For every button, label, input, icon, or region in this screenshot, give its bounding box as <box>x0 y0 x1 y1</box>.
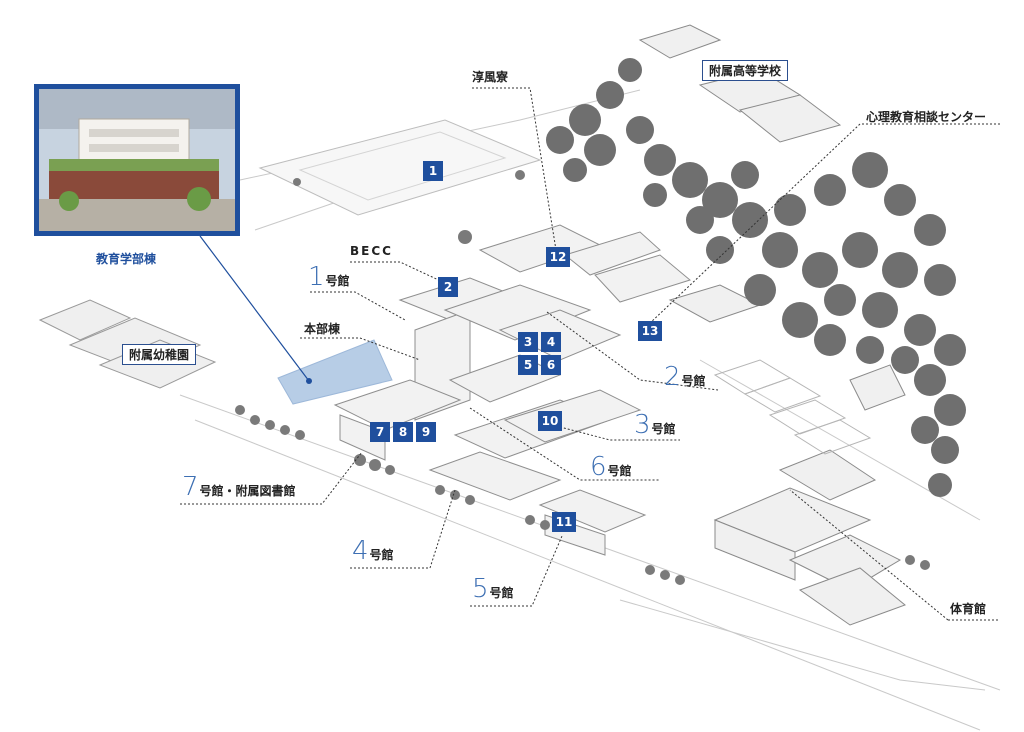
label-gymnasium: 体育館 <box>950 602 987 616</box>
forest-area <box>546 58 966 497</box>
label-attached-kindergarten: 附属幼稚園 <box>122 344 197 365</box>
roadside-trees <box>235 170 930 585</box>
marker-2[interactable]: 2 <box>438 277 458 297</box>
marker-8[interactable]: 8 <box>393 422 413 442</box>
building-1-text: 号館 <box>325 274 350 288</box>
marker-7[interactable]: 7 <box>370 422 390 442</box>
tennis-courts <box>713 359 872 455</box>
building-2-text: 号館 <box>681 374 706 388</box>
label-building-2: 2号館 <box>664 362 706 392</box>
marker-4[interactable]: 4 <box>541 332 561 352</box>
building-1-number: 1 <box>308 262 325 292</box>
label-building-7-library: 7号館・附属図書館 <box>182 472 296 502</box>
building-4-text: 号館 <box>369 548 394 562</box>
education-building-caption: 教育学部棟 <box>96 252 157 266</box>
building-3-number: 3 <box>634 410 651 440</box>
label-building-3: 3号館 <box>634 410 676 440</box>
building-5-number: 5 <box>472 574 489 604</box>
education-building-illustration <box>39 89 235 231</box>
building-2-number: 2 <box>664 362 681 392</box>
building-3-text: 号館 <box>651 422 676 436</box>
sports-field <box>258 119 542 216</box>
marker-1[interactable]: 1 <box>423 161 443 181</box>
building-6-number: 6 <box>590 452 607 482</box>
marker-13[interactable]: 13 <box>638 321 662 341</box>
building-5-text: 号館 <box>489 586 514 600</box>
marker-10[interactable]: 10 <box>538 411 562 431</box>
label-building-5: 5号館 <box>472 574 514 604</box>
education-building-site <box>277 339 393 405</box>
leader-lines <box>180 87 1000 621</box>
education-building-leader <box>199 235 310 382</box>
building-4-number: 4 <box>352 536 369 566</box>
label-attached-high-school: 附属高等学校 <box>702 60 789 81</box>
label-building-1: 1号館 <box>308 262 350 292</box>
label-jumpu-dormitory: 淳風寮 <box>472 70 509 84</box>
marker-11[interactable]: 11 <box>552 512 576 532</box>
label-becc: BECC <box>350 244 393 258</box>
marker-12[interactable]: 12 <box>546 247 570 267</box>
label-psychology-center: 心理教育相談センター <box>866 110 987 124</box>
building-6-text: 号館 <box>607 464 632 478</box>
central-buildings <box>333 224 692 556</box>
education-building-photo <box>34 84 240 236</box>
marker-9[interactable]: 9 <box>416 422 436 442</box>
gymnasium <box>713 449 906 626</box>
label-main-building: 本部棟 <box>304 322 341 336</box>
marker-6[interactable]: 6 <box>541 355 561 375</box>
marker-5[interactable]: 5 <box>518 355 538 375</box>
label-building-6: 6号館 <box>590 452 632 482</box>
building-7-number: 7 <box>182 472 199 502</box>
marker-3[interactable]: 3 <box>518 332 538 352</box>
label-building-4: 4号館 <box>352 536 394 566</box>
building-7-text: 号館・附属図書館 <box>199 484 296 498</box>
